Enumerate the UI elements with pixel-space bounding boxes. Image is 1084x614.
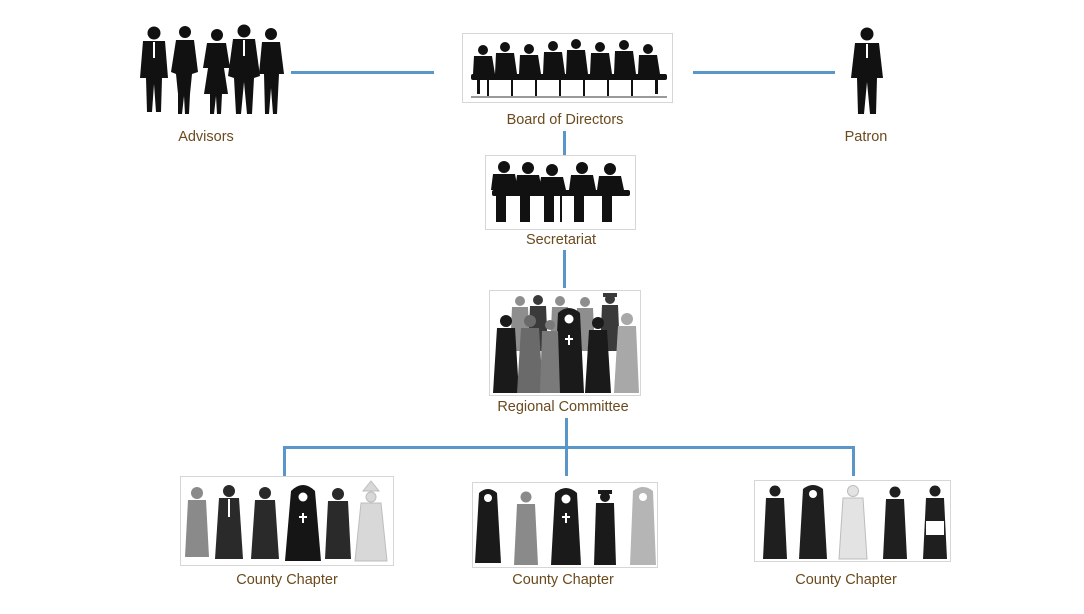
patron-picture xyxy=(849,26,885,118)
connector-board-patron xyxy=(693,71,835,74)
advisors-picture xyxy=(134,22,286,118)
chapter-1-picture xyxy=(180,476,394,566)
connector-bus-chapter-1 xyxy=(283,446,286,476)
connector-secretariat-regional xyxy=(563,250,566,288)
board-picture xyxy=(462,33,673,103)
regional-picture xyxy=(489,290,641,396)
chapter-2-label: County Chapter xyxy=(512,572,614,588)
boardroom-meeting-icon xyxy=(471,39,667,98)
faith-leaders-group-icon xyxy=(763,485,947,560)
secretariat-picture xyxy=(485,155,636,230)
chapter-3-picture xyxy=(754,480,951,562)
business-people-group-icon xyxy=(140,24,284,114)
businessman-silhouette-icon xyxy=(851,27,883,114)
advisors-label: Advisors xyxy=(178,129,234,145)
office-meeting-icon xyxy=(491,161,630,222)
chapter-1-label: County Chapter xyxy=(236,572,338,588)
connector-bus-chapter-3 xyxy=(852,446,855,476)
chapter-2-picture xyxy=(472,482,658,568)
regional-label: Regional Committee xyxy=(497,399,629,415)
connector-advisors-board xyxy=(291,71,434,74)
clergy-group-icon xyxy=(185,480,388,562)
interfaith-group-icon xyxy=(475,487,656,565)
connector-board-secretariat xyxy=(563,131,566,157)
connector-horizontal-bus xyxy=(283,446,855,449)
religious-leaders-group-icon xyxy=(493,293,639,393)
chapter-3-label: County Chapter xyxy=(795,572,897,588)
patron-label: Patron xyxy=(844,129,888,145)
board-label: Board of Directors xyxy=(506,112,624,128)
secretariat-label: Secretariat xyxy=(525,232,597,248)
